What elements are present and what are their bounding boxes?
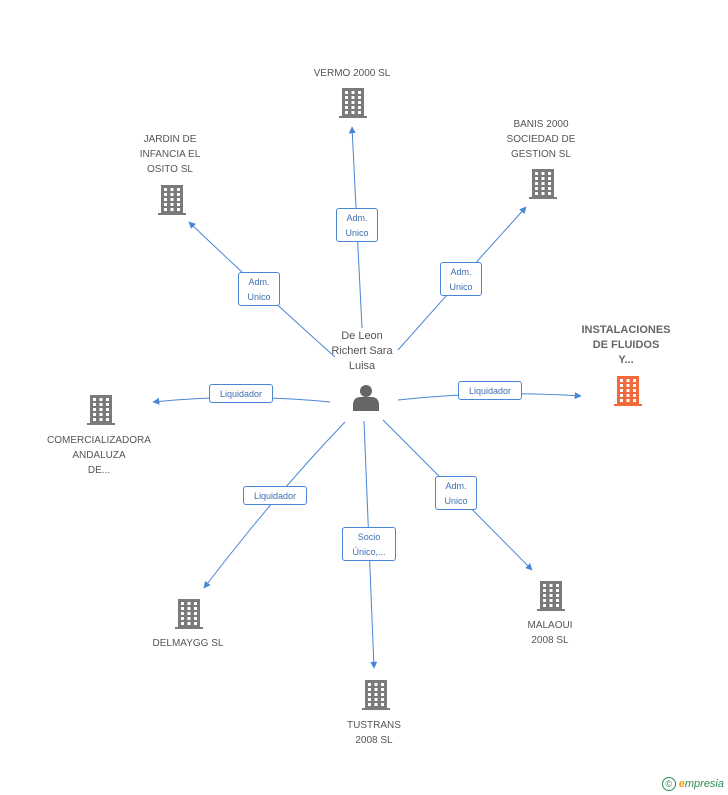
building-icon-tustrans[interactable]: [362, 680, 390, 710]
building-icon-jardin[interactable]: [158, 185, 186, 215]
person-name[interactable]: De Leon Richert Sara Luisa: [331, 330, 393, 372]
role-label-vermo: Adm. Unico: [336, 208, 378, 242]
person-icon[interactable]: [353, 385, 379, 411]
edge-delmaygg: [203, 421, 346, 589]
footer-brand[interactable]: ©empresia: [661, 777, 724, 791]
role-label-banis: Adm. Unico: [440, 262, 482, 296]
building-icon-instalaciones[interactable]: [614, 376, 642, 406]
role-label-instalaciones: Liquidador: [458, 380, 522, 400]
building-icon-comercializadora[interactable]: [87, 395, 115, 425]
company-name-comercializadora[interactable]: COMERCIALIZADORA ANDALUZA DE...: [47, 435, 151, 476]
role-label-jardin: Adm. Unico: [238, 272, 280, 306]
role-label-comercializadora: Liquidador: [209, 383, 273, 403]
brand-name: mpresia: [684, 778, 724, 790]
company-name-instalaciones[interactable]: INSTALACIONES DE FLUIDOS Y...: [581, 324, 671, 366]
building-icon-banis[interactable]: [529, 169, 557, 199]
building-icon-malaoui[interactable]: [537, 581, 565, 611]
company-name-tustrans[interactable]: TUSTRANS 2008 SL: [347, 720, 401, 746]
building-icon-vermo[interactable]: [339, 88, 367, 118]
role-label-delmaygg: Liquidador: [243, 485, 307, 505]
company-name-delmaygg[interactable]: DELMAYGG SL: [152, 638, 224, 649]
role-label-malaoui: Adm. Unico: [435, 476, 477, 510]
company-name-malaoui[interactable]: MALAOUI 2008 SL: [527, 620, 573, 646]
copyright-icon: ©: [661, 777, 676, 791]
role-label-tustrans: Socio Único,...: [342, 527, 396, 561]
building-icon-delmaygg[interactable]: [175, 599, 203, 629]
brand-initial: e: [678, 778, 685, 790]
company-name-vermo[interactable]: VERMO 2000 SL: [313, 68, 391, 79]
company-name-banis[interactable]: BANIS 2000 SOCIEDAD DE GESTION SL: [506, 119, 576, 160]
company-name-jardin[interactable]: JARDIN DE INFANCIA EL OSITO SL: [139, 134, 201, 175]
